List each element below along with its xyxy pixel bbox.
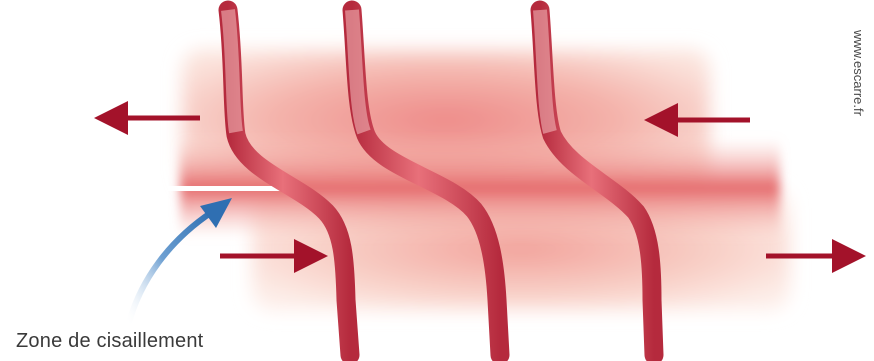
watermark-text: www.escarre.fr — [851, 30, 866, 116]
watermark: www.escarre.fr — [851, 30, 866, 190]
shear-zone-label: Zone de cisaillement — [16, 330, 203, 353]
